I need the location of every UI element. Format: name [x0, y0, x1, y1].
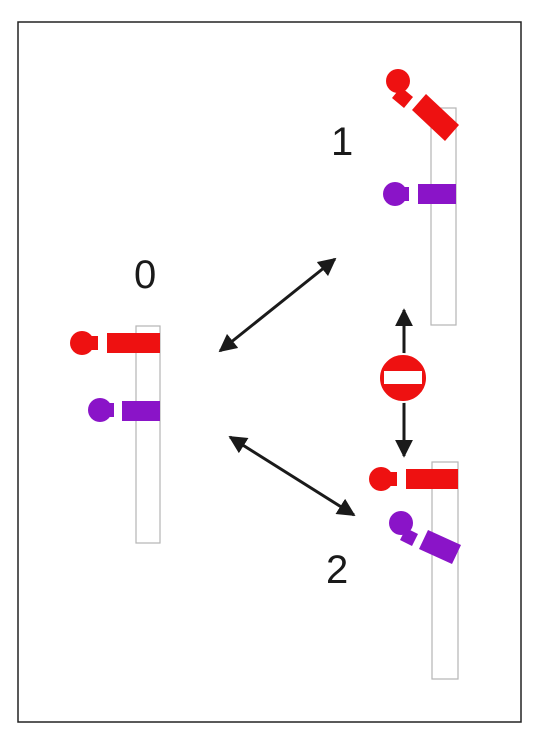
state-label-2: 2 — [326, 548, 348, 592]
state-label-0: 0 — [134, 253, 156, 297]
state-label-1: 1 — [331, 120, 353, 164]
upper-arm-horizontal — [369, 467, 458, 491]
lower-arm-horizontal — [383, 182, 456, 206]
upper-arm-horizontal — [70, 331, 160, 355]
signal-state-0 — [70, 325, 161, 544]
upper-arm-diagonal — [386, 69, 459, 141]
signal-post — [135, 325, 161, 544]
transition-arrow-0-2 — [228, 435, 356, 517]
signal-state-1 — [383, 69, 459, 326]
signal-post — [431, 461, 459, 680]
no-entry-icon — [378, 353, 428, 403]
signal-state-2 — [369, 461, 461, 680]
transition-arrow-0-1 — [218, 257, 337, 353]
signal-post — [430, 107, 457, 326]
lower-arm-diagonal — [389, 511, 461, 564]
lower-arm-horizontal — [88, 398, 160, 422]
